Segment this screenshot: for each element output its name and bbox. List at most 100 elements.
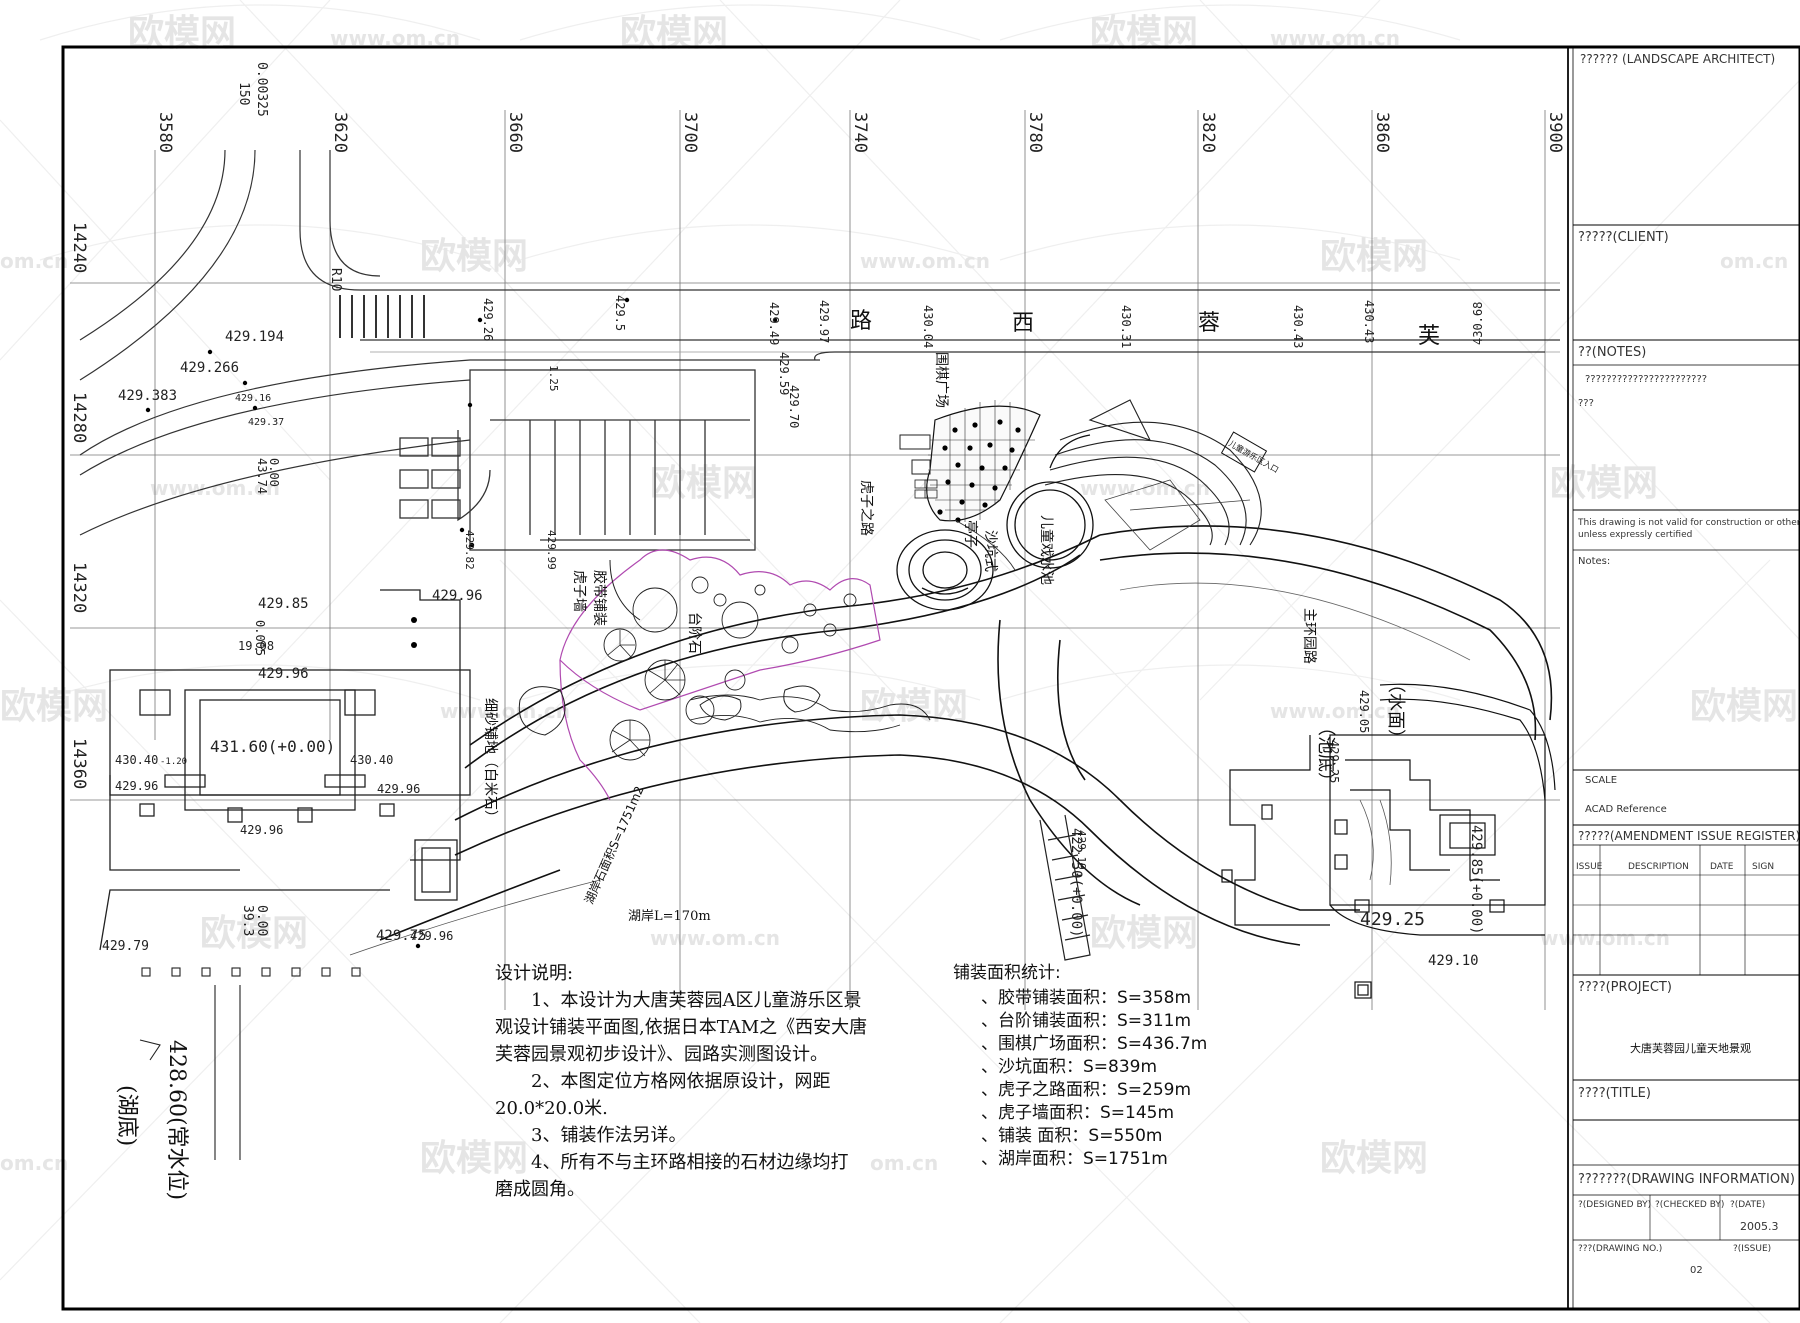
tb-project-label: ????(PROJECT) (1578, 980, 1672, 995)
paving-area-item: 、台阶铺装面积：S=311m (981, 1011, 1192, 1031)
sandpit-area (518, 549, 931, 801)
elevation-label: 0.005 (253, 620, 267, 656)
elevation-label: 429.85 (258, 596, 309, 612)
watermark-text: 欧模网 (1320, 1138, 1428, 1179)
title-block-frame (1567, 47, 1800, 1309)
stone-steps-label: 台阶石 (686, 612, 702, 654)
grid-y-label: 14240 (69, 222, 89, 273)
elevation-label: 429.97 (817, 300, 831, 343)
design-notes-title: 设计说明: (495, 963, 574, 984)
boardwalk (1039, 814, 1091, 961)
entrance-sign: 儿童游乐区入口 (1220, 431, 1280, 475)
design-note-line: 观设计铺装平面图,依据日本TAM之《西安大唐 (495, 1017, 868, 1038)
elevation-label: 429.59 (777, 352, 791, 395)
watermark-text: 欧模网 (1320, 236, 1428, 277)
watermark-text: 欧模网 (650, 463, 758, 504)
elevation-label: 429.75 (376, 928, 427, 944)
watermark-text: 欧模网 (420, 236, 528, 277)
paving-area-item: 、沙坑面积：S=839m (981, 1057, 1158, 1077)
elevation-label: 431.60(+0.00) (210, 737, 335, 756)
paving-area-title: 铺装面积统计: (953, 963, 1061, 983)
tb-notes-q1: ??????????????????????? (1585, 374, 1708, 385)
elevation-label: 429.194 (225, 329, 284, 345)
parking-lot (399, 369, 756, 551)
watermark-url: www.om.cn (1270, 699, 1400, 723)
elevation-label: 39.3 (240, 905, 255, 936)
water-level-label: 428.60(常水位) (164, 1040, 189, 1200)
paving-area-item: 、湖岸面积：S=1751m (981, 1149, 1168, 1169)
watermark-url: om.cn (870, 1151, 938, 1175)
elevation-label: 429.99 (545, 530, 558, 570)
lake-shoreline (349, 525, 1553, 956)
elevation-label: 429.266 (180, 360, 239, 376)
grid-x-label: 3900 (1545, 112, 1565, 153)
water-play-building (1221, 683, 1556, 999)
elevation-label: 422.50(+0.00) (1068, 828, 1084, 938)
watermark-text: 欧模网 (0, 686, 108, 727)
road-name-char: 西 (1012, 311, 1034, 336)
rubber-paving-label: 胶带铺装 (591, 570, 608, 626)
elevation-label: 429.96 (115, 779, 158, 793)
grid-extra: 150 (236, 82, 251, 105)
tb-scale-ref: ACAD Reference (1585, 804, 1667, 815)
design-note-line: 20.0*20.0米. (495, 1098, 608, 1119)
grid-y-label: 14320 (69, 562, 89, 613)
tiger-path-label: 虎子之路 (858, 480, 874, 536)
survey-markers (145, 297, 778, 949)
elevation-label: 43.74 (255, 458, 269, 494)
watermark-text: 欧模网 (1550, 463, 1658, 504)
paving-area-item: 、铺装 面积：S=550m (981, 1126, 1163, 1146)
elevation-label: 429.70 (787, 385, 801, 428)
tb-client: ?????(CLIENT) (1578, 230, 1669, 245)
tb-disclaimer: This drawing is not valid for constructi… (1578, 518, 1800, 528)
go-plaza (899, 400, 1041, 571)
go-plaza-label: 围棋广场 (933, 352, 949, 408)
elevation-label: 429.383 (118, 388, 177, 404)
lake-bottom-label: (湖底) (114, 1085, 139, 1146)
tb-issue-label: ?(ISSUE) (1733, 1244, 1772, 1254)
grid-extra: 1.25 (547, 365, 560, 392)
road-name: 路 西 蓉 芙 (850, 309, 1440, 349)
stepped-arcs (1044, 399, 1262, 546)
tb-col-date: DATE (1710, 862, 1734, 872)
design-note-line: 1、本设计为大唐芙蓉园A区儿童游乐区景 (531, 990, 862, 1011)
watermark-url: om.cn (0, 249, 68, 273)
tb-title-label: ????(TITLE) (1578, 1086, 1651, 1101)
elevation-label: 429.79 (102, 939, 149, 954)
design-note-line: 芙蓉园景观初步设计》、园路实测图设计。 (495, 1044, 828, 1065)
tb-date-label: ?(DATE) (1730, 1200, 1766, 1210)
grid-x-label: 3740 (850, 112, 870, 153)
paving-area-item: 、胶带铺装面积：S=358m (981, 988, 1192, 1008)
grid-extra: 0.00325 (254, 62, 269, 117)
tb-architect: ?????? (LANDSCAPE ARCHITECT) (1580, 52, 1776, 66)
tb-designed: ?(DESIGNED BY) (1578, 1200, 1652, 1210)
design-note-line: 磨成圆角。 (495, 1179, 585, 1200)
grid-x-label: 3820 (1198, 112, 1218, 153)
fountain-label: 儿童戏水池 (1038, 515, 1055, 585)
elevation-label: 429.37 (248, 417, 284, 428)
tb-col-desc: DESCRIPTION (1628, 862, 1689, 872)
watermark-url: www.om.cn (150, 476, 280, 500)
elevation-labels: 429.194 429.266 429.383 429.16 429.37 42… (102, 295, 1485, 1200)
design-note-line: 4、所有不与主环路相接的石材边缘均打 (531, 1152, 849, 1173)
elevation-label: 429.25 (1327, 740, 1341, 783)
tb-date-value: 2005.3 (1740, 1220, 1779, 1233)
fountain-pool (896, 434, 1251, 611)
tb-project-name: 大唐芙蓉园儿童天地景观 (1630, 1042, 1751, 1055)
road-network (79, 149, 1560, 536)
grid-x-label: 3660 (505, 112, 525, 153)
elevation-label: 429.85(+0.00) (1468, 825, 1484, 935)
elevation-label: 0.00 (254, 905, 269, 936)
elevation-label: 19.08 (238, 639, 274, 653)
elevation-label: 429.19 (1075, 830, 1088, 870)
tb-drawing-no: ???(DRAWING NO.) (1578, 1244, 1663, 1254)
road-name-char: 蓉 (1198, 311, 1220, 336)
watermark-url: om.cn (0, 1151, 68, 1175)
white-sand-label: 细砂铺地（白米石） (482, 698, 498, 824)
elevation-label: 429.96 (258, 666, 309, 682)
elevation-label: 429.26 (481, 298, 495, 341)
grid-x-label: 3860 (1372, 112, 1392, 153)
tb-col-issue: ISSUE (1576, 862, 1603, 872)
paving-area-item: 、虎子墙面积：S=145m (981, 1103, 1175, 1123)
watermark-url: www.om.cn (650, 926, 780, 950)
